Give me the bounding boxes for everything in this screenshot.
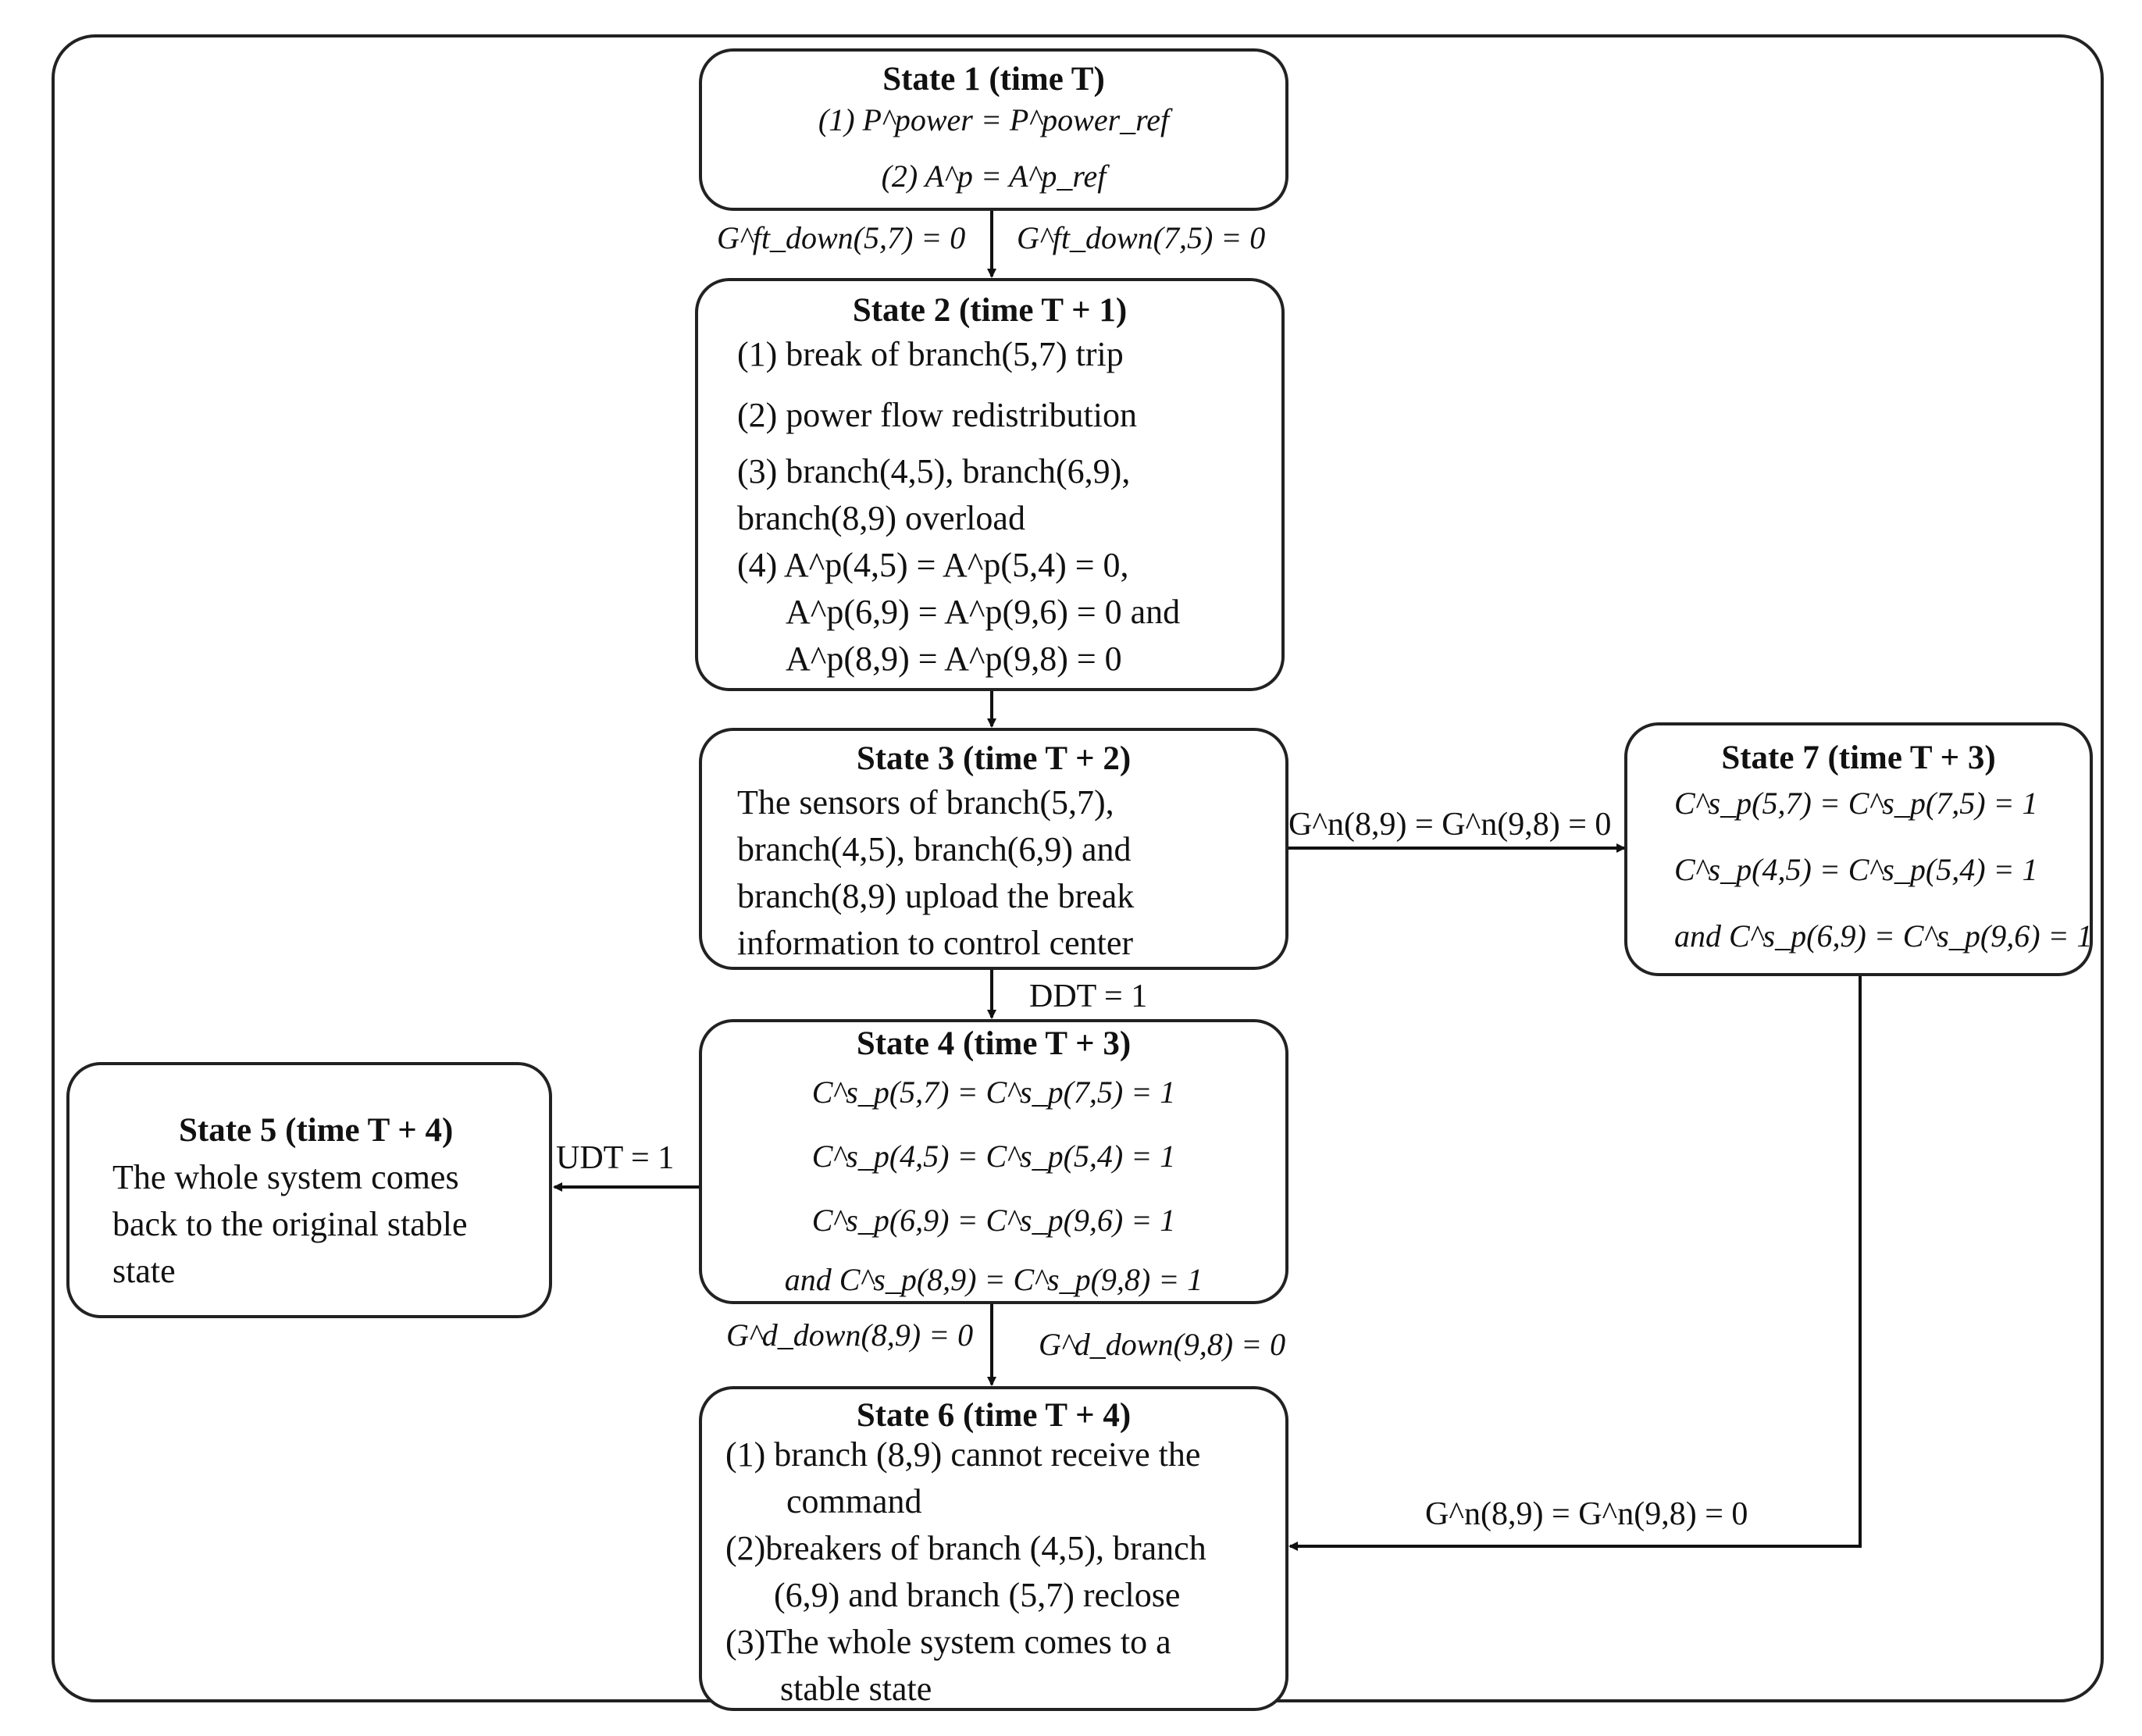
state7-line2: C^s_p(4,5) = C^s_p(5,4) = 1 [1674, 852, 2038, 887]
state6-line1b: command [786, 1482, 922, 1520]
edge-4-6-left-label: G^d_down(8,9) = 0 [726, 1317, 974, 1353]
edge-1-2-left-label: G^ft_down(5,7) = 0 [717, 220, 966, 255]
state6-box: State 6 (time T + 4) (1) branch (8,9) ca… [699, 1386, 1288, 1711]
state5-line2: back to the original stable [112, 1205, 468, 1243]
state5-line3: state [112, 1252, 176, 1290]
state4-line2: C^s_p(4,5) = C^s_p(5,4) = 1 [811, 1139, 1176, 1174]
state4-line3: C^s_p(6,9) = C^s_p(9,6) = 1 [811, 1203, 1176, 1238]
state3-line2: branch(4,5), branch(6,9) and [737, 830, 1132, 868]
state1-line2: (2) A^p = A^p_ref [881, 159, 1107, 194]
state3-line3: branch(8,9) upload the break [737, 877, 1135, 915]
state6-line1a: (1) branch (8,9) cannot receive the [725, 1435, 1201, 1474]
edge-3-4-label: DDT = 1 [1029, 979, 1148, 1014]
state7-line3: and C^s_p(6,9) = C^s_p(9,6) = 1 [1674, 918, 2093, 954]
state5-box: State 5 (time T + 4) The whole system co… [66, 1062, 552, 1318]
state2-line3b: branch(8,9) overload [737, 499, 1025, 537]
state7-title: State 7 (time T + 3) [1721, 740, 1996, 776]
state2-line4b: A^p(6,9) = A^p(9,6) = 0 and [786, 593, 1181, 631]
state6-line3a: (3)The whole system comes to a [725, 1623, 1171, 1661]
state6-line3b: stable state [780, 1670, 932, 1708]
state2-line4a: (4) A^p(4,5) = A^p(5,4) = 0, [737, 546, 1129, 584]
state3-line1: The sensors of branch(5,7), [737, 783, 1114, 822]
state1-title: State 1 (time T) [882, 61, 1105, 98]
state5-title: State 5 (time T + 4) [179, 1112, 454, 1149]
state6-title: State 6 (time T + 4) [856, 1397, 1132, 1434]
state4-line1: C^s_p(5,7) = C^s_p(7,5) = 1 [811, 1075, 1176, 1110]
state3-line4: information to control center [737, 924, 1134, 962]
edge-3-7-label: G^n(8,9) = G^n(9,8) = 0 [1288, 807, 1612, 843]
state2-box: State 2 (time T + 1) (1) break of branch… [695, 278, 1285, 691]
state1-line1: (1) P^power = P^power_ref [818, 102, 1170, 137]
state7-line1: C^s_p(5,7) = C^s_p(7,5) = 1 [1674, 786, 2038, 821]
state4-line4: and C^s_p(8,9) = C^s_p(9,8) = 1 [784, 1262, 1203, 1297]
state5-line1: The whole system comes [112, 1158, 459, 1196]
state3-box: State 3 (time T + 2) The sensors of bran… [699, 728, 1288, 970]
state6-line2a: (2)breakers of branch (4,5), branch [725, 1529, 1206, 1567]
state1-box: State 1 (time T) (1) P^power = P^power_r… [699, 48, 1288, 211]
edge-7-6-label: G^n(8,9) = G^n(9,8) = 0 [1425, 1496, 1748, 1532]
state2-line2: (2) power flow redistribution [737, 396, 1137, 434]
arrow-state7-to-state6 [1288, 976, 1862, 1551]
edge-4-6-right-label: G^d_down(9,8) = 0 [1039, 1327, 1286, 1362]
state4-title: State 4 (time T + 3) [856, 1025, 1132, 1062]
state2-line1: (1) break of branch(5,7) trip [737, 335, 1124, 373]
state2-line4c: A^p(8,9) = A^p(9,8) = 0 [786, 640, 1122, 678]
state7-box: State 7 (time T + 3) C^s_p(5,7) = C^s_p(… [1624, 722, 2093, 976]
edge-1-2-right-label: G^ft_down(7,5) = 0 [1017, 220, 1266, 255]
state2-line3a: (3) branch(4,5), branch(6,9), [737, 452, 1131, 490]
state2-title: State 2 (time T + 1) [852, 292, 1128, 329]
edge-4-5-label: UDT = 1 [556, 1140, 675, 1176]
state6-line2b: (6,9) and branch (5,7) reclose [774, 1576, 1181, 1614]
state4-box: State 4 (time T + 3) C^s_p(5,7) = C^s_p(… [699, 1019, 1288, 1304]
state3-title: State 3 (time T + 2) [856, 740, 1132, 777]
